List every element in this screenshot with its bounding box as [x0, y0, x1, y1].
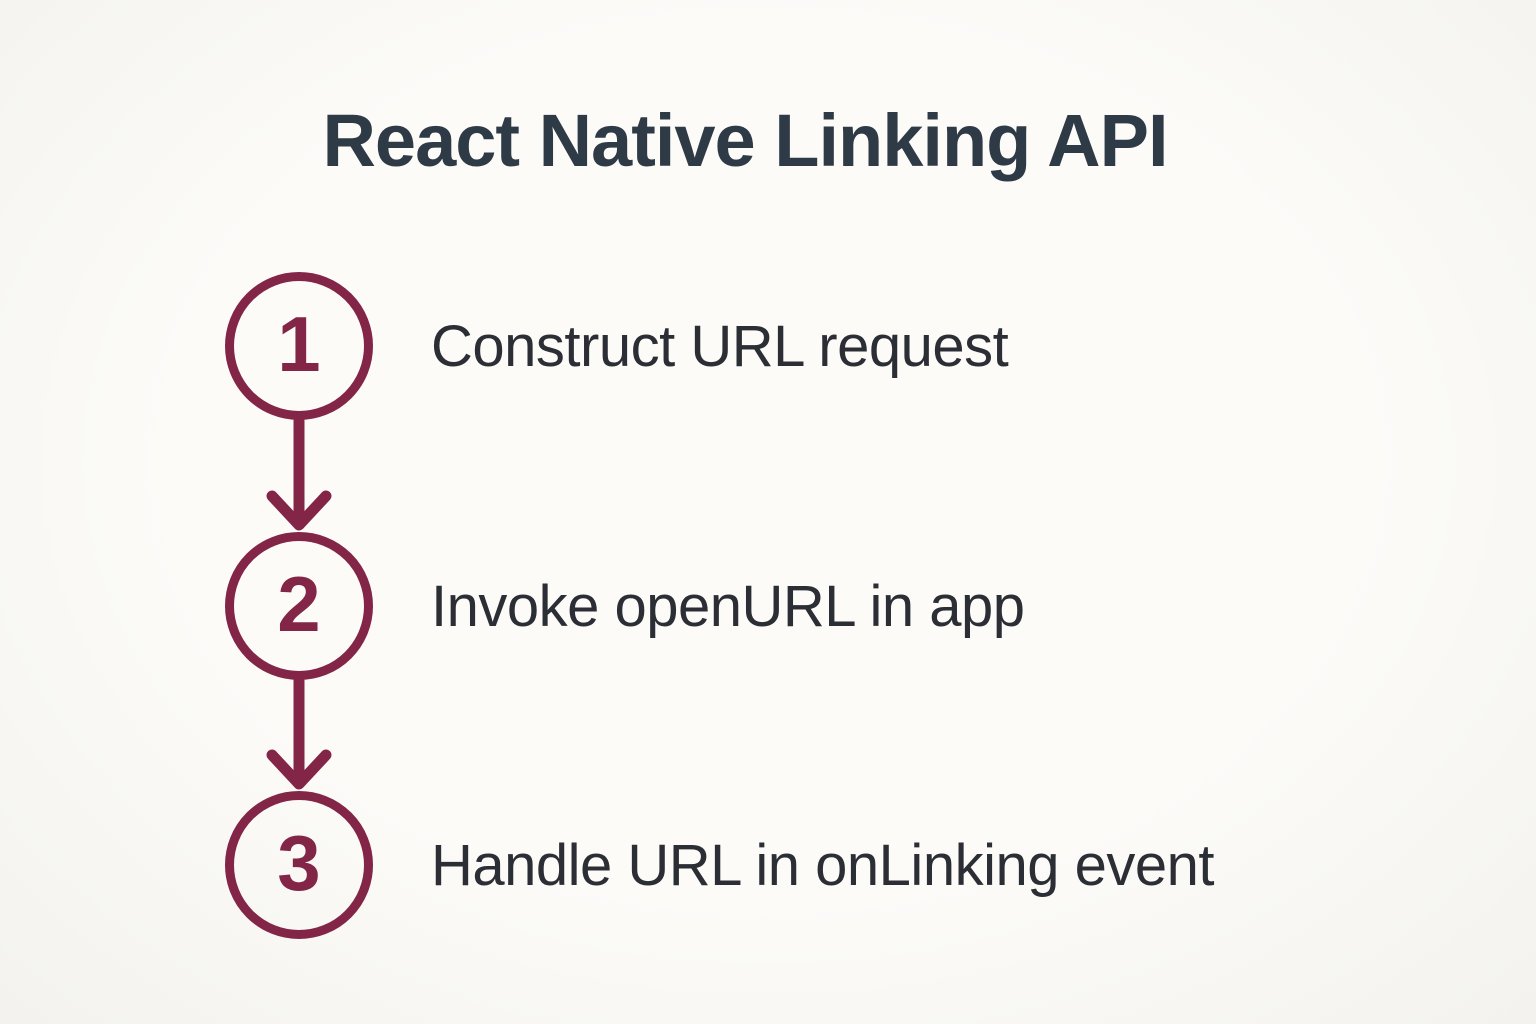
step-1-label: Construct URL request — [431, 313, 1009, 379]
step-2-number: 2 — [277, 560, 321, 648]
step-row-3: 3 Handle URL in onLinking event — [225, 791, 1214, 939]
step-3-number: 3 — [277, 819, 321, 907]
page-title: React Native Linking API — [322, 99, 1168, 182]
step-1-number: 1 — [277, 300, 321, 388]
step-3-number-circle: 3 — [225, 791, 373, 939]
step-row-2: 2 Invoke openURL in app — [225, 532, 1025, 680]
step-3-label: Handle URL in onLinking event — [431, 832, 1214, 898]
step-1-number-circle: 1 — [225, 272, 373, 420]
step-2-number-circle: 2 — [225, 532, 373, 680]
arrow-down-icon — [266, 675, 332, 790]
step-row-1: 1 Construct URL request — [225, 272, 1009, 420]
step-2-label: Invoke openURL in app — [431, 573, 1025, 639]
arrow-down-icon — [266, 415, 332, 531]
